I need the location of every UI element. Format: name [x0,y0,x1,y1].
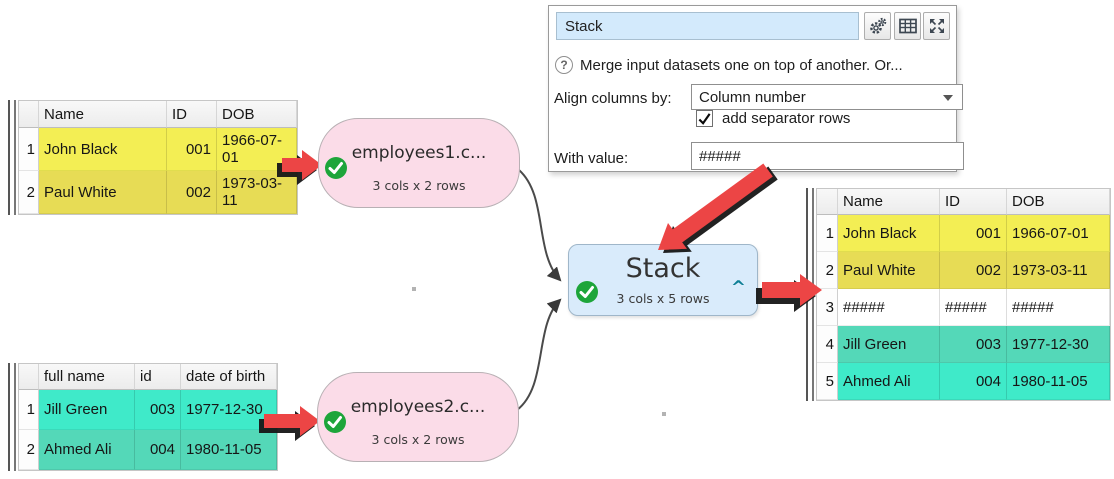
table-cell: 003 [135,390,181,430]
node-title: employees1.c... [351,143,487,163]
align-columns-select[interactable]: Column number [691,84,963,110]
expand-button[interactable] [923,12,950,40]
with-value-label: With value: [554,150,629,167]
column-header: DOB [217,101,297,128]
node-dimensions: 3 cols x 2 rows [371,432,465,447]
table-cell: 1977-12-30 [181,390,277,430]
green-check-icon [325,157,347,179]
row-number-cell: 5 [817,363,838,400]
settings-button[interactable] [864,12,891,40]
gear-icon [869,17,886,34]
table-view-button[interactable] [894,12,921,40]
table-cell: 1966-07-01 [1007,215,1110,252]
node-title: Stack [625,253,701,284]
column-header [817,189,838,215]
table-edge-bar [8,100,16,215]
table-cell: 1980-11-05 [181,430,277,470]
row-number-cell: 3 [817,289,838,326]
chevron-down-icon [943,95,953,101]
row-number-cell: 2 [19,171,39,214]
node-dimensions: 3 cols x 2 rows [372,178,466,193]
table-cell: Ahmed Ali [39,430,135,470]
table-cell: John Black [39,128,167,171]
row-number-cell: 2 [19,430,39,470]
connector-input1-to-stack [518,169,562,282]
node-dimensions: 3 cols x 5 rows [616,291,710,306]
node-employees1[interactable]: employees1.c... 3 cols x 2 rows [318,118,520,208]
table-cell: ##### [940,289,1007,326]
table-cell: ##### [1007,289,1110,326]
column-header [19,364,39,390]
column-header: Name [838,189,940,215]
table-cell: John Black [838,215,940,252]
row-number-cell: 1 [19,390,39,430]
table-cell: 1980-11-05 [1007,363,1110,400]
transform-name-input[interactable]: Stack [556,12,859,40]
table-cell: ##### [838,289,940,326]
transform-properties-panel: Stack ? Me [548,5,964,172]
table-cell: 003 [940,326,1007,363]
table-cell: Paul White [838,252,940,289]
row-number-cell: 1 [19,128,39,171]
canvas-grid-dot [662,412,666,416]
table-cell: 002 [167,171,217,214]
column-header: ID [167,101,217,128]
table-cell: 1977-12-30 [1007,326,1110,363]
caret-indicator: ^ [730,277,746,298]
green-check-icon [576,281,598,303]
table-icon [898,18,917,34]
with-value-input[interactable]: ##### [691,142,964,170]
help-icon[interactable]: ? [555,56,573,74]
table-cell: 004 [940,363,1007,400]
align-columns-value: Column number [699,88,806,106]
table-cell: 001 [940,215,1007,252]
table-cell: 1966-07-01 [217,128,297,171]
node-employees2[interactable]: employees2.c... 3 cols x 2 rows [317,372,519,462]
flow-arrow-input1 [282,150,322,180]
table-cell: 1973-03-11 [1007,252,1110,289]
table-cell: 004 [135,430,181,470]
align-columns-label: Align columns by: [554,90,672,107]
canvas-grid-dot [412,287,416,291]
column-header: Name [39,101,167,128]
row-number-cell: 4 [817,326,838,363]
expand-icon [929,19,944,33]
column-header: date of birth [181,364,277,390]
table-cell: Ahmed Ali [838,363,940,400]
flow-arrow-input2 [264,406,320,436]
check-icon [698,112,711,125]
help-text: Merge input datasets one on top of anoth… [580,56,903,74]
row-number-cell: 1 [817,215,838,252]
table-cell: Jill Green [838,326,940,363]
row-number-cell: 2 [817,252,838,289]
table-cell: Jill Green [39,390,135,430]
node-stack[interactable]: Stack 3 cols x 5 rows ^ [568,244,758,316]
table-cell: 002 [940,252,1007,289]
table-cell: 001 [167,128,217,171]
column-header [19,101,39,128]
table-cell: 1973-03-11 [217,171,297,214]
connector-input2-to-stack [516,298,562,411]
add-separator-rows-label: add separator rows [722,110,851,127]
green-check-icon [324,411,346,433]
node-title: employees2.c... [350,397,486,417]
add-separator-rows-checkbox[interactable] [696,110,713,127]
table-cell: Paul White [39,171,167,214]
column-header: id [135,364,181,390]
column-header: full name [39,364,135,390]
table-edge-bar [8,363,16,471]
column-header: ID [940,189,1007,215]
column-header: DOB [1007,189,1110,215]
